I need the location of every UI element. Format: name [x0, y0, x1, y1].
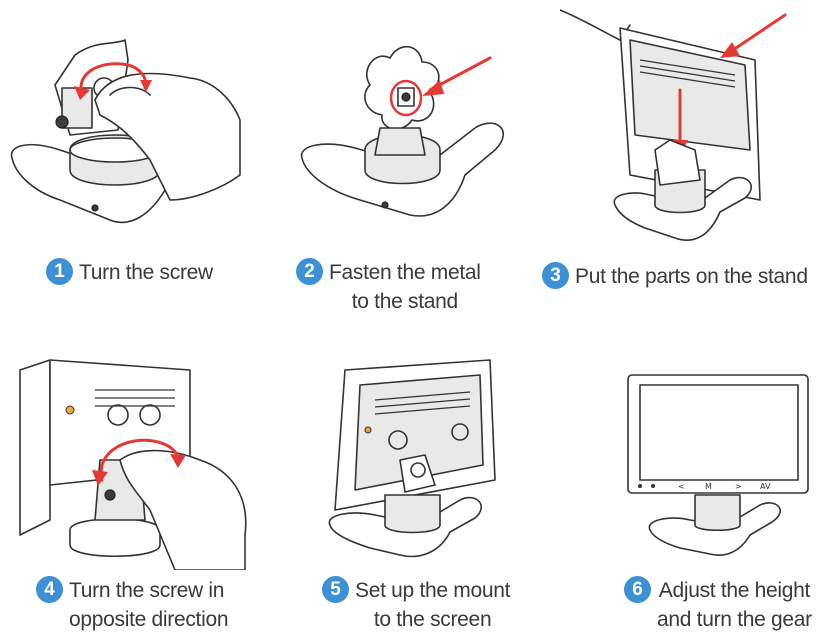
- step-1-text: Turn the screw: [79, 261, 213, 284]
- svg-text:>: >: [735, 482, 742, 491]
- step-2-panel: 2 Fasten the metal to the stand: [280, 0, 560, 320]
- step-2-text: Fasten the metal to the stand: [329, 261, 481, 313]
- step-2-illustration: [300, 46, 504, 217]
- step-number-badge: 6: [624, 576, 651, 603]
- step-6-illustration: < M > AV: [627, 374, 809, 556]
- step-number-badge: 3: [542, 262, 569, 289]
- step-4-caption: 4 Turn the screw in opposite direction: [36, 576, 229, 634]
- step-6-text: Adjust the height and turn the gear: [657, 579, 812, 631]
- step-4-illustration: [19, 359, 247, 570]
- step-6-caption: 6 Adjust the height and turn the gear: [624, 576, 812, 634]
- step-4-text: Turn the screw in opposite direction: [69, 579, 229, 631]
- step-1-panel: 1 Turn the screw: [0, 0, 280, 320]
- step-number-badge: 4: [36, 576, 63, 603]
- step-3-caption: 3 Put the parts on the stand: [542, 262, 808, 291]
- step-number-badge: 2: [296, 258, 323, 285]
- step-number-badge: 5: [322, 576, 349, 603]
- step-5-text: Set up the mount to the screen: [355, 579, 511, 631]
- step-4-panel: 4 Turn the screw in opposite direction: [0, 320, 280, 644]
- step-1-caption: 1 Turn the screw: [46, 258, 213, 287]
- step-5-panel: 5 Set up the mount to the screen: [280, 320, 560, 644]
- step-3-panel: 3 Put the parts on the stand: [542, 0, 839, 320]
- svg-text:M: M: [705, 482, 712, 491]
- step-1-illustration: [10, 39, 241, 224]
- step-5-caption: 5 Set up the mount to the screen: [322, 576, 510, 634]
- step-3-text: Put the parts on the stand: [575, 265, 808, 288]
- svg-text:<: <: [678, 482, 685, 491]
- step-3-illustration: [560, 9, 787, 241]
- step-number-badge: 1: [46, 258, 73, 285]
- step-2-caption: 2 Fasten the metal to the stand: [296, 258, 481, 316]
- svg-text:AV: AV: [760, 482, 771, 491]
- step-6-panel: < M > AV 6 Adjust the height and turn th…: [560, 320, 839, 644]
- step-5-illustration: [328, 359, 496, 558]
